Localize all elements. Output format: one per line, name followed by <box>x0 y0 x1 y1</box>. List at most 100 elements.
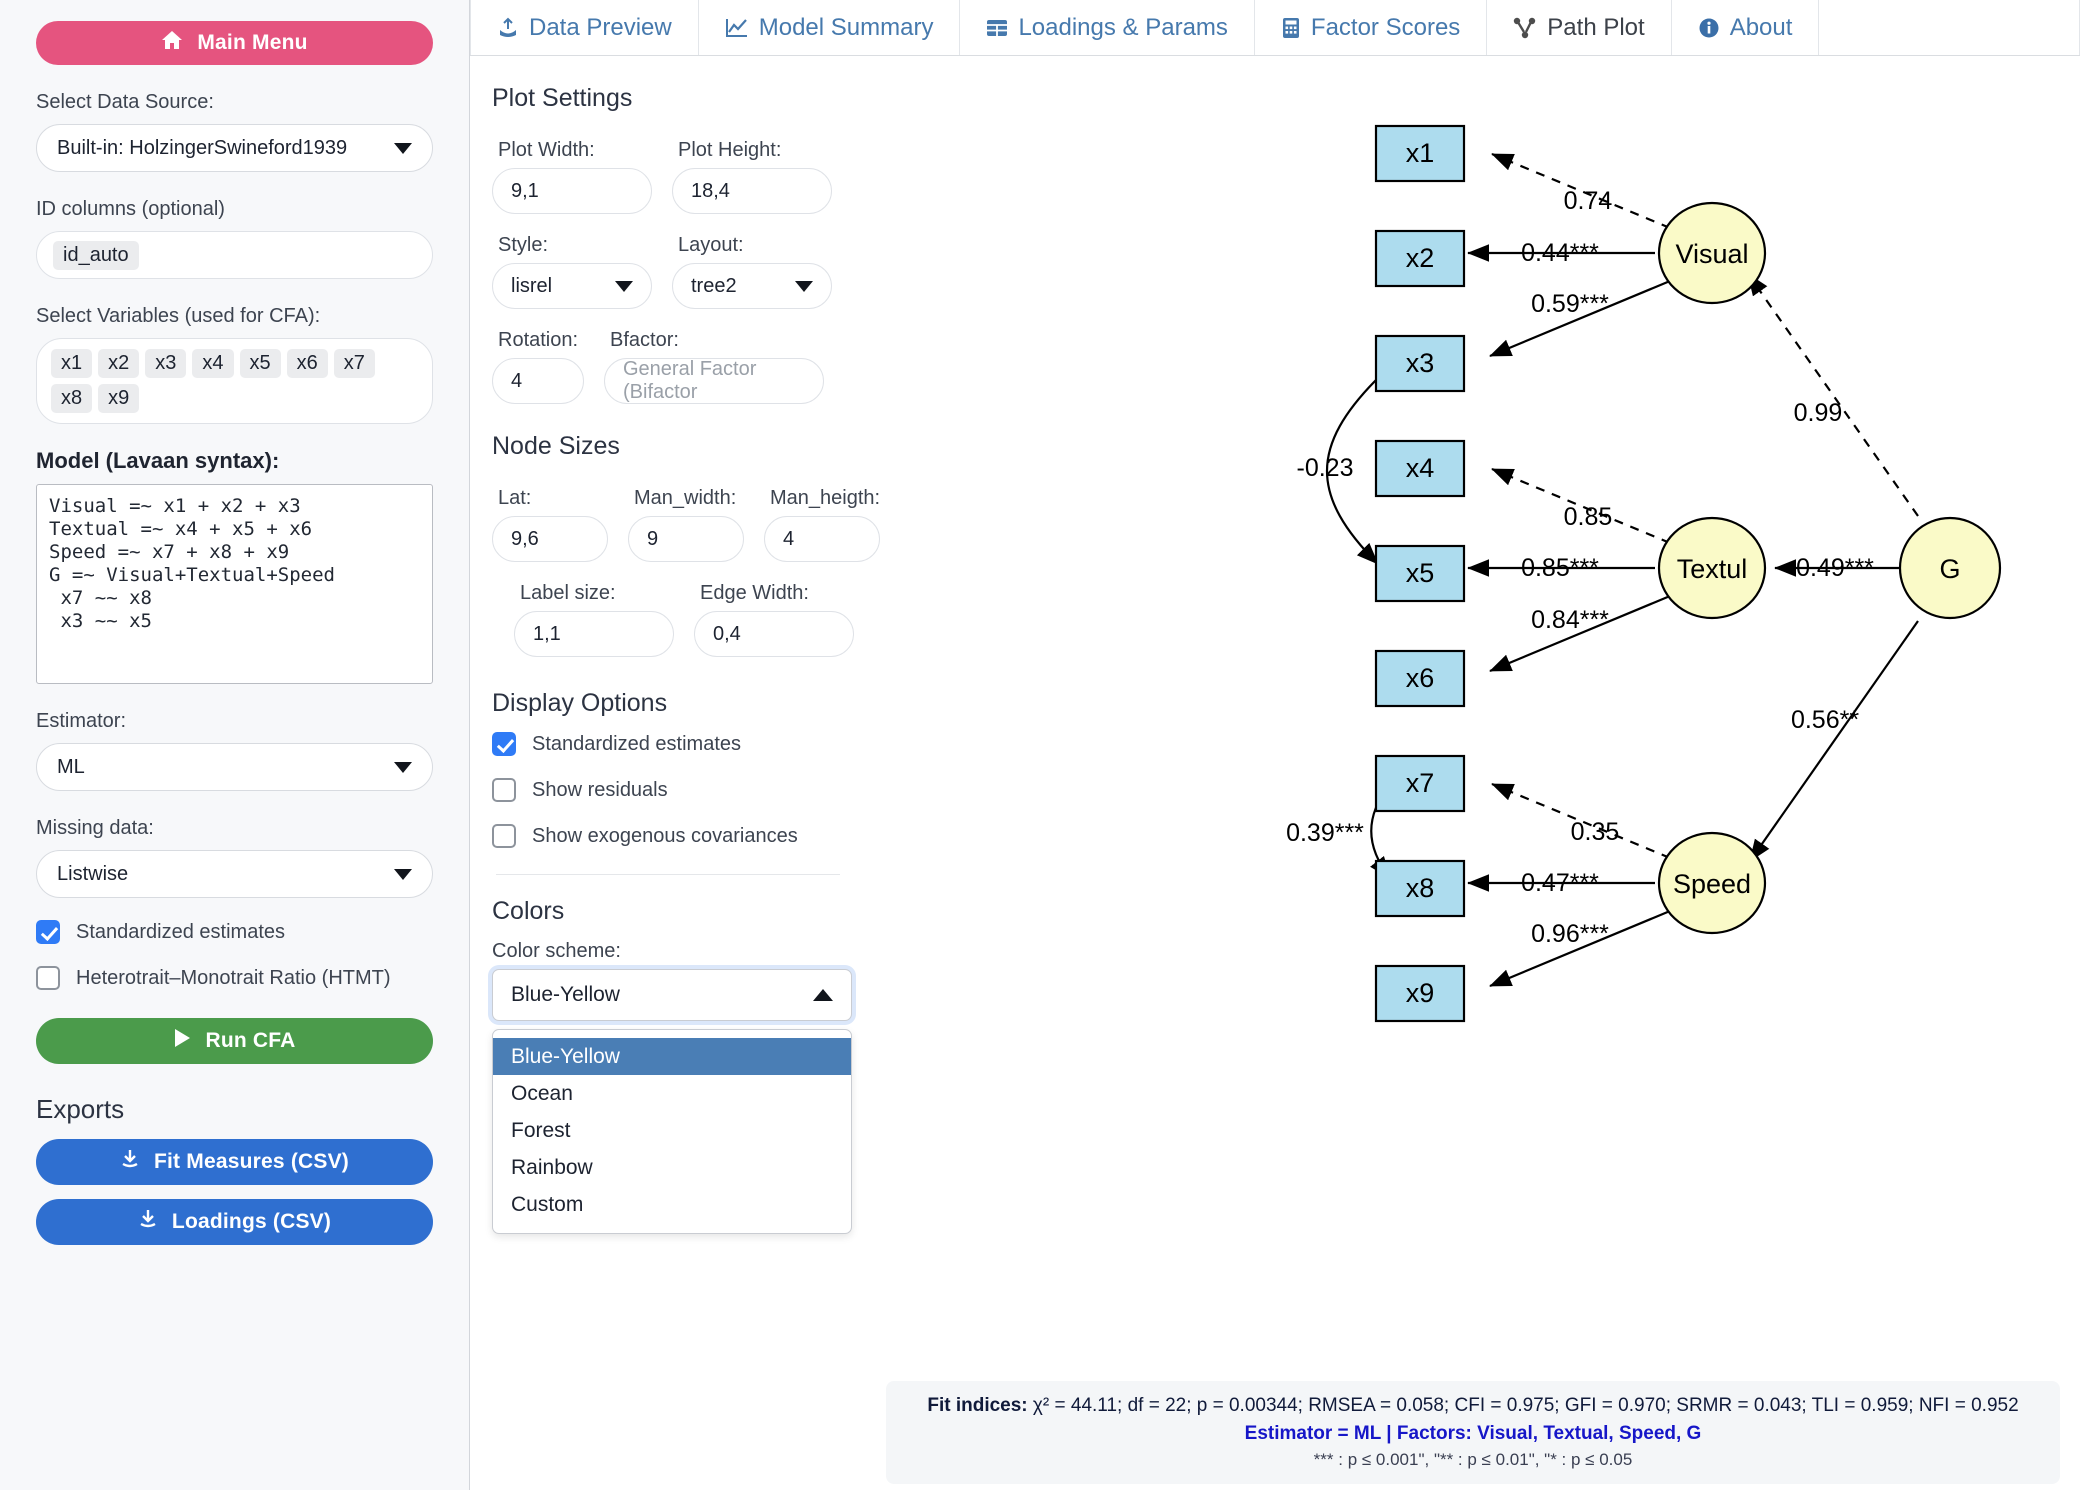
display-option-standardized-checkbox[interactable] <box>492 732 516 756</box>
table-icon <box>986 17 1008 39</box>
standardized-estimates-checkbox[interactable] <box>36 920 60 944</box>
manifest-node-x9[interactable]: x9 <box>1374 964 1466 1023</box>
htmt-row[interactable]: Heterotrait–Monotrait Ratio (HTMT) <box>36 966 433 990</box>
edge-speed-x7 <box>1491 782 1671 860</box>
estimator-select[interactable]: ML <box>36 743 433 791</box>
latent-node-textual[interactable]: Textul <box>1657 516 1767 620</box>
display-option-label: Standardized estimates <box>532 732 742 755</box>
manifest-node-x3[interactable]: x3 <box>1374 334 1466 393</box>
tab-label: About <box>1729 13 1793 41</box>
tag-item[interactable]: x9 <box>98 384 140 413</box>
display-option-exogenous-row[interactable]: Show exogenous covariances <box>492 824 844 848</box>
display-option-exogenous-checkbox[interactable] <box>492 824 516 848</box>
id-columns-input[interactable]: id_auto <box>36 231 433 279</box>
plot-height-input[interactable]: 18,4 <box>672 168 832 214</box>
edge-width-label: Edge Width: <box>700 582 809 604</box>
bfactor-input[interactable]: General Factor (Bifactor <box>604 358 824 404</box>
manifest-node-x8[interactable]: x8 <box>1374 859 1466 918</box>
manifest-node-group: x1 x2 x3 x4 x5 <box>1374 124 1466 1023</box>
tag-item[interactable]: x2 <box>98 349 140 378</box>
color-scheme-option-forest[interactable]: Forest <box>511 1118 571 1142</box>
model-syntax-textarea[interactable]: Visual =~ x1 + x2 + x3 Textual =~ x4 + x… <box>36 484 433 684</box>
chevron-down-icon <box>394 142 412 154</box>
latent-node-visual[interactable]: Visual <box>1657 201 1767 305</box>
tag-item[interactable]: x8 <box>51 384 93 413</box>
edge-label-g-speed: 0.56** <box>1791 706 1859 734</box>
color-scheme-option-blue-yellow[interactable]: Blue-Yellow <box>493 1038 851 1075</box>
calculator-icon <box>1281 17 1301 39</box>
data-source-value: Built-in: HolzingerSwineford1939 <box>57 136 348 159</box>
color-scheme-dropdown[interactable]: Blue-Yellow Ocean Forest Rainbow Custom <box>492 1029 852 1234</box>
main-menu-button[interactable]: Main Menu <box>36 21 433 65</box>
tag-item[interactable]: x7 <box>333 349 375 378</box>
missing-data-select[interactable]: Listwise <box>36 850 433 898</box>
variables-input[interactable]: x1 x2 x3 x4 x5 x6 x7 x8 x9 <box>36 338 433 424</box>
display-option-label: Show exogenous covariances <box>532 824 798 847</box>
edge-speed-x9 <box>1489 909 1671 988</box>
standardized-estimates-row[interactable]: Standardized estimates <box>36 920 433 944</box>
color-scheme-option-custom[interactable]: Custom <box>511 1192 584 1216</box>
color-scheme-option-rainbow[interactable]: Rainbow <box>511 1155 593 1179</box>
style-label: Style: <box>498 234 549 256</box>
edge-width-input[interactable]: 0,4 <box>694 611 854 657</box>
node-label: x7 <box>1406 768 1435 798</box>
export-fit-measures-button[interactable]: Fit Measures (CSV) <box>36 1139 433 1185</box>
manifest-node-x4[interactable]: x4 <box>1374 439 1466 498</box>
manifest-node-x5[interactable]: x5 <box>1374 544 1466 603</box>
edge-label-group: 0.74 0.44*** 0.59*** 0.85 0.85*** 0.84**… <box>1286 187 1874 948</box>
tag-item[interactable]: x5 <box>239 349 281 378</box>
export-loadings-button[interactable]: Loadings (CSV) <box>36 1199 433 1245</box>
color-scheme-select[interactable]: Blue-Yellow <box>492 969 852 1021</box>
htmt-checkbox[interactable] <box>36 966 60 990</box>
edge-textual-x6 <box>1489 594 1671 673</box>
tag-item[interactable]: x3 <box>145 349 187 378</box>
edge-cov-x3-x5 <box>1325 356 1400 565</box>
tab-loadings-params[interactable]: Loadings & Params <box>960 0 1255 55</box>
manifest-node-x1[interactable]: x1 <box>1374 124 1466 183</box>
tab-bar: Data Preview Model Summary Loadings & Pa… <box>470 0 2080 56</box>
edge-label-textual-x4: 0.85 <box>1564 503 1613 531</box>
rotation-input[interactable]: 4 <box>492 358 584 404</box>
tab-factor-scores[interactable]: Factor Scores <box>1255 0 1488 55</box>
manifest-node-x2[interactable]: x2 <box>1374 229 1466 288</box>
tab-label: Factor Scores <box>1310 13 1461 41</box>
tag-item[interactable]: x4 <box>192 349 234 378</box>
tab-label: Data Preview <box>529 13 672 41</box>
latent-node-g[interactable]: G <box>1898 516 2002 620</box>
node-label: x8 <box>1406 873 1435 903</box>
layout-select[interactable]: tree2 <box>672 263 832 309</box>
label-size-input[interactable]: 1,1 <box>514 611 674 657</box>
display-option-residuals-row[interactable]: Show residuals <box>492 778 844 802</box>
node-label: x1 <box>1406 138 1435 168</box>
plot-width-input[interactable]: 9,1 <box>492 168 652 214</box>
latent-node-group: Visual Textul Speed G <box>1657 201 2002 935</box>
display-option-residuals-checkbox[interactable] <box>492 778 516 802</box>
chevron-down-icon <box>615 280 633 292</box>
tab-model-summary[interactable]: Model Summary <box>699 0 961 55</box>
color-scheme-option-ocean[interactable]: Ocean <box>511 1081 573 1105</box>
edge-label-g-textual: 0.49*** <box>1796 554 1874 582</box>
data-source-select[interactable]: Built-in: HolzingerSwineford1939 <box>36 124 433 172</box>
latent-node-speed[interactable]: Speed <box>1657 831 1767 935</box>
tag-item[interactable]: x1 <box>51 349 93 378</box>
run-cfa-label: Run CFA <box>205 1029 296 1052</box>
display-option-standardized-row[interactable]: Standardized estimates <box>492 732 844 756</box>
run-cfa-button[interactable]: Run CFA <box>36 1018 433 1064</box>
tab-about[interactable]: About <box>1672 0 1820 55</box>
tab-path-plot[interactable]: Path Plot <box>1487 0 1672 55</box>
tab-data-preview[interactable]: Data Preview <box>470 0 699 55</box>
style-select[interactable]: lisrel <box>492 263 652 309</box>
lat-input[interactable]: 9,6 <box>492 516 608 562</box>
content-area: Plot Settings Plot Width: 9,1 Plot Heigh… <box>470 56 2080 1490</box>
manifest-node-x6[interactable]: x6 <box>1374 649 1466 708</box>
fit-indices-box: Fit indices: χ² = 44.11; df = 22; p = 0.… <box>886 1381 2060 1484</box>
tag-item[interactable]: id_auto <box>53 240 139 270</box>
sidebar: Main Menu Select Data Source: Built-in: … <box>0 0 470 1490</box>
tag-item[interactable]: x6 <box>286 349 328 378</box>
man-heigth-input[interactable]: 4 <box>764 516 880 562</box>
estimator-value: ML <box>57 755 85 778</box>
man-width-input[interactable]: 9 <box>628 516 744 562</box>
manifest-node-x7[interactable]: x7 <box>1374 754 1466 813</box>
edge-label-speed-x8: 0.47*** <box>1521 869 1599 897</box>
label-size-label: Label size: <box>520 582 616 604</box>
